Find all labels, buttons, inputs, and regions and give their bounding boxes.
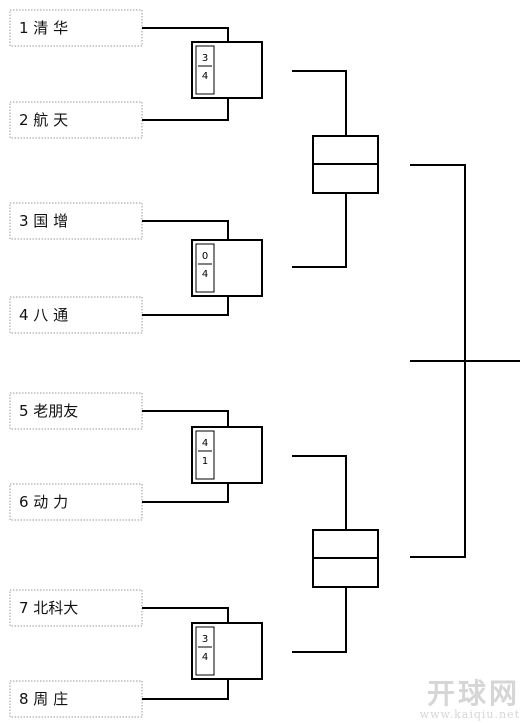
score-bottom-3: 1 [202,456,208,467]
team-box-8 [9,680,143,718]
score-top-1: 3 [202,53,208,64]
score-top-4: 3 [202,634,208,645]
score-fraction-box-3 [195,430,215,480]
score-top-3: 4 [202,438,208,449]
team-label-2: 2 航 天 [19,111,68,129]
team-box-2 [9,101,143,139]
semifinal-boxes [312,135,379,588]
team-label-3: 3 国 增 [19,212,68,230]
score-fraction-box-1 [195,45,215,95]
score-bottom-4: 4 [202,652,208,663]
team-box-6 [9,483,143,521]
score-fraction-box-4 [195,626,215,676]
team-box-5 [9,392,143,430]
score-bottom-1: 4 [202,71,208,82]
watermark-url: www.kaiqiu.net [419,708,520,721]
team-label-1: 1 清 华 [19,19,68,37]
team-box-3 [9,202,143,240]
team-label-4: 4 八 通 [19,306,68,324]
team-label-7: 7 北科大 [19,599,78,617]
watermark-logo-text: 开球网 [426,677,520,710]
match-scores: 3 4 0 4 4 1 3 4 [191,41,263,680]
team-box-1 [9,9,143,47]
team-label-5: 5 老朋友 [19,402,78,420]
team-box-7 [9,589,143,627]
site-watermark: 开球网 www.kaiqiu.net [420,679,520,721]
team-label-8: 8 周 庄 [19,690,68,708]
bracket-lines [142,27,520,700]
score-fraction-box-2 [195,243,215,293]
score-top-2: 0 [202,251,208,262]
team-label-6: 6 动 力 [19,493,68,511]
team-list: 1 清 华 2 航 天 3 国 增 4 八 通 5 老朋友 6 动 力 7 北科大 8 周 庄 [9,9,143,718]
score-bottom-2: 4 [202,269,208,280]
